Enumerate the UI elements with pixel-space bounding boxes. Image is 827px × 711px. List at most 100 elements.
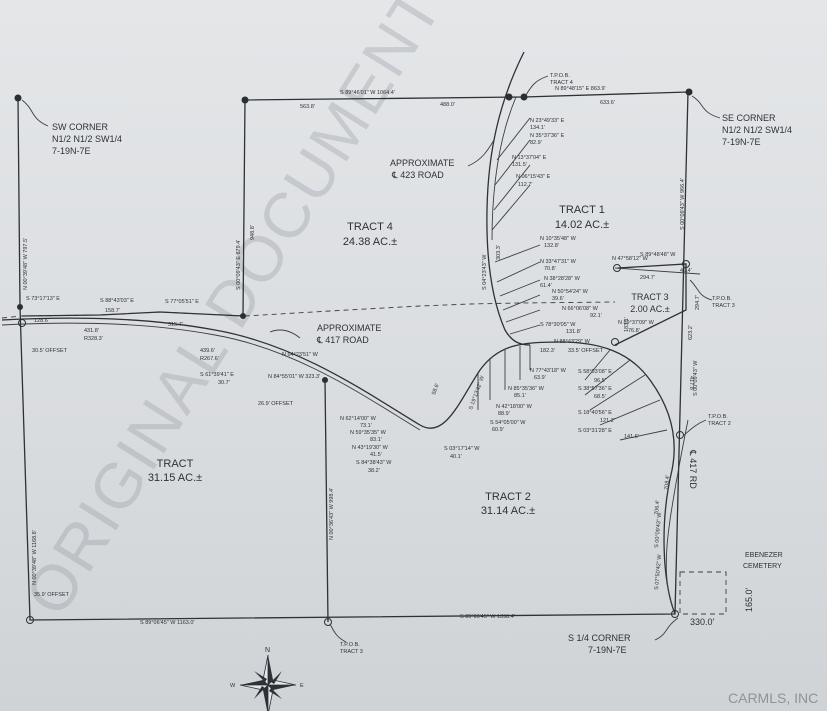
tract5-area: 31.15 AC.± <box>148 472 202 484</box>
bearing-417-a: N 84°55'01" W 323.3' <box>268 374 320 380</box>
bearing-t2-east-dist: 623.2' <box>688 325 694 340</box>
bearing-t2-road-c: 417.8' <box>688 376 694 391</box>
sw-corner-line2: N1/2 N1/2 SW1/4 <box>52 134 122 144</box>
road423-line1: APPROXIMATE <box>390 158 454 168</box>
compass-rose: N E W <box>230 647 304 711</box>
bearing-t4-west: S 00°09'43" E 879.4' <box>236 240 242 290</box>
bearing-t2-m3: N 77°43'18" W <box>530 368 567 374</box>
bearing-t2-m4-len: 85.1' <box>514 393 526 399</box>
bearing-t4-west-len: 948.8' <box>250 225 256 240</box>
bearing-t2-r4: S 03°31'28" E <box>578 428 612 434</box>
tract2-leaders <box>477 345 668 441</box>
bearing-t1-west: S 04°23'43" W <box>482 254 488 290</box>
tract3-name: TRACT 3 <box>631 292 668 302</box>
bearing-t1-d-len: 112.7' <box>518 182 532 188</box>
tract1-name: TRACT 1 <box>559 204 605 216</box>
bearing-t2-c2: N 59°35'35" W <box>350 430 387 436</box>
bearing-t2-c2-len: 83.1' <box>370 437 382 443</box>
tpob2-l1: T.P.O.B. <box>708 414 728 420</box>
road423-line2: ℄ 423 ROAD <box>391 170 444 180</box>
bearing-417-c: 439.6' <box>200 348 215 354</box>
bearing-t1-k-len: 182.3' <box>540 348 555 354</box>
bearing-t2-c5-len: 40.1' <box>450 454 462 460</box>
road-423-edge <box>491 96 517 241</box>
bearing-t2-c1-len: 73.1' <box>360 423 372 429</box>
bearing-t1-g-len: 61.4' <box>540 283 552 289</box>
bearing-t2-m2-len: 60.9' <box>492 427 504 433</box>
s14-corner-line1: S 1/4 CORNER <box>568 633 631 643</box>
tract5-name: TRACT <box>157 458 194 470</box>
se-corner-line2: N1/2 N1/2 SW1/4 <box>722 125 792 135</box>
bearing-mid-left3: R328.3' <box>84 336 103 342</box>
bearing-north-left: 563.8' <box>300 104 315 110</box>
bearing-t2-r2-len: 68.5' <box>594 394 606 400</box>
tpob3b-l2: TRACT 3 <box>340 649 363 655</box>
tpob2-l2: TRACT 2 <box>708 421 731 427</box>
bearing-t2-r2: S 38°57'36" E <box>578 386 612 392</box>
tract1-leaders <box>491 117 541 335</box>
bearing-417-b: N 64°23'51" W <box>282 352 319 358</box>
bearing-mid-left4: 315.7' <box>168 322 183 328</box>
bearing-t1-j: S 78°30'05" W <box>540 322 576 328</box>
bearing-t2-west: N 00°36'43" W 998.4' <box>329 488 335 540</box>
bearing-t2-c4: S 84°38'43" W <box>356 460 392 466</box>
se-corner-line1: SE CORNER <box>722 113 776 123</box>
bearing-t2-m1-len: 88.9' <box>498 411 510 417</box>
tpob4-l2: TRACT 4 <box>550 80 573 86</box>
tract2-area: 31.14 AC.± <box>481 505 535 517</box>
brand-watermark: CARMLS, INC <box>728 690 818 706</box>
road417-line2: ℄ 417 ROAD <box>316 335 369 345</box>
sw-corner-line1: SW CORNER <box>52 122 109 132</box>
tpob2-leader <box>682 419 707 437</box>
bearing-north-right-top: N 89°48'15" E 863.9' <box>555 86 606 92</box>
se-corner-line3: 7-19N-7E <box>722 137 761 147</box>
bearing-t3-side: N 89°37'09" W <box>618 320 655 326</box>
road-417-east <box>665 419 689 615</box>
tpob4-l1: T.P.O.B. <box>550 73 570 79</box>
bearing-417-e: S 61°39'41" E <box>200 372 234 378</box>
tpob3b-l1: T.P.O.B. <box>340 642 360 648</box>
bearing-t2-c3-len: 41.5' <box>370 452 382 458</box>
road-417-centerline <box>1 317 676 615</box>
bearing-t1-d: N 06°15'43" E <box>516 174 551 180</box>
s14-leader <box>654 617 679 641</box>
bearing-mid-left: 128.6' <box>34 318 49 324</box>
offset-30: 30.5' OFFSET <box>32 348 68 354</box>
bearing-mid-a-len: 158.7' <box>105 308 120 314</box>
bearing-t2-r3-len: 121.2' <box>600 418 615 424</box>
sw-corner-line3: 7-19N-7E <box>52 146 91 156</box>
offset-26: 26.9' OFFSET <box>258 401 294 407</box>
s14-corner-line2: 7-19N-7E <box>588 645 627 655</box>
bearing-t3-side-len: 76.8' <box>628 328 640 334</box>
bearing-t2-road-b: S 00°09'43" W <box>693 360 699 396</box>
cemetery-height: 165.0' <box>744 587 754 612</box>
compass-e: E <box>300 683 304 689</box>
se-leader <box>691 95 721 119</box>
bearing-t3-top: S 89°48'48" W <box>640 252 676 258</box>
bearing-t1-i-len: 92.1' <box>590 313 602 319</box>
tpob3b-leader <box>329 623 347 643</box>
bearing-north-line: S 89°46'01" W 1064.4' <box>340 90 395 96</box>
bearing-t2-m3-len: 63.9' <box>534 375 546 381</box>
offset-33: 33.5' OFFSET <box>568 348 604 354</box>
tract4-name: TRACT 4 <box>347 221 393 233</box>
bearing-south-right: S 89°06'45" W 1398.4' <box>460 614 515 620</box>
bearing-t2-r1-len: 96.5' <box>594 378 606 384</box>
bearing-south-left: S 89°06'45" W 1163.0' <box>140 620 194 626</box>
tract3-area: 2.00 AC.± <box>630 304 670 314</box>
bearing-417-d: R267.6' <box>200 356 219 362</box>
tract-division-line <box>21 311 244 317</box>
tpob3-l2: TRACT 3 <box>712 303 735 309</box>
tract1-area: 14.02 AC.± <box>555 219 609 231</box>
bearing-t1-c-len: 131.5' <box>512 162 527 168</box>
bearing-t1-a-len: 134.1' <box>530 125 545 131</box>
road417-line1: APPROXIMATE <box>317 323 381 333</box>
bearing-t2-c1: N 62°14'00" W <box>340 416 377 422</box>
tract2-name: TRACT 2 <box>485 491 531 503</box>
bearing-t3-e2: 294.7' <box>695 295 701 310</box>
open-points <box>18 260 690 626</box>
bearing-t1-f: N 33°47'31" W <box>540 259 577 265</box>
bearing-t2-east: S 00°09'43" W <box>654 512 663 549</box>
bearing-t2-m2: S 54°05'00" W <box>490 420 526 426</box>
